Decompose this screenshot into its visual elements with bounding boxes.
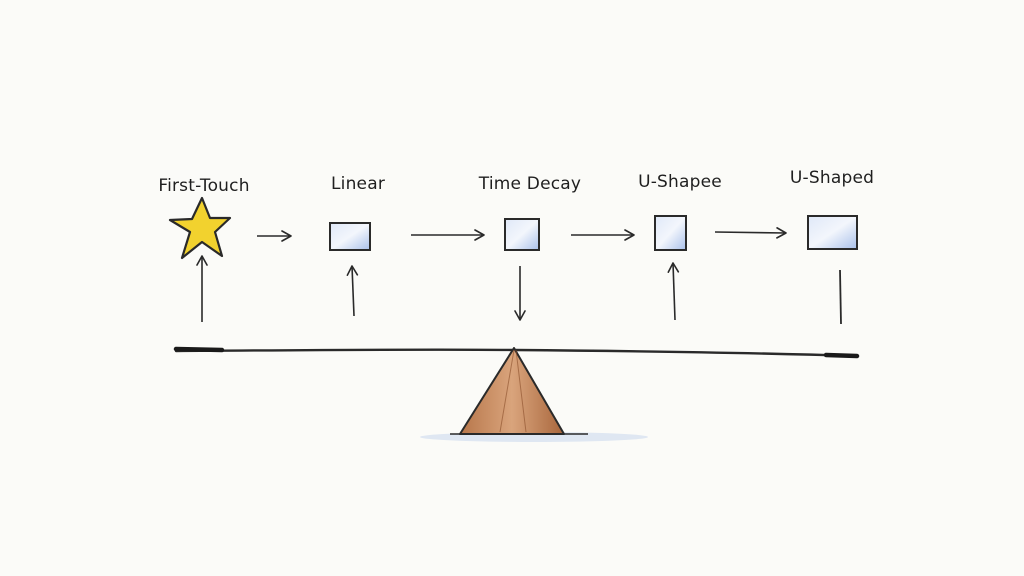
label-linear: Linear xyxy=(330,174,386,194)
label-u-shaped: U-Shaped xyxy=(789,168,875,188)
fulcrum-triangle xyxy=(420,347,648,442)
time-decay-square-icon xyxy=(504,218,540,251)
u-shaped-square-icon xyxy=(807,215,858,250)
label-u-shapee: U-Shapee xyxy=(638,172,722,192)
label-time-decay: Time Decay xyxy=(478,174,582,194)
vertical-arrow-u-shapee xyxy=(667,262,680,321)
linear-square-icon xyxy=(329,222,371,251)
vertical-line-u-shaped xyxy=(839,269,842,325)
star-icon xyxy=(168,196,232,260)
vertical-arrow-linear xyxy=(346,265,359,317)
u-shapee-square-icon xyxy=(654,215,687,251)
arrow-u-shapee-to-u-shaped xyxy=(714,227,787,239)
label-first-touch: First-Touch xyxy=(158,176,250,196)
